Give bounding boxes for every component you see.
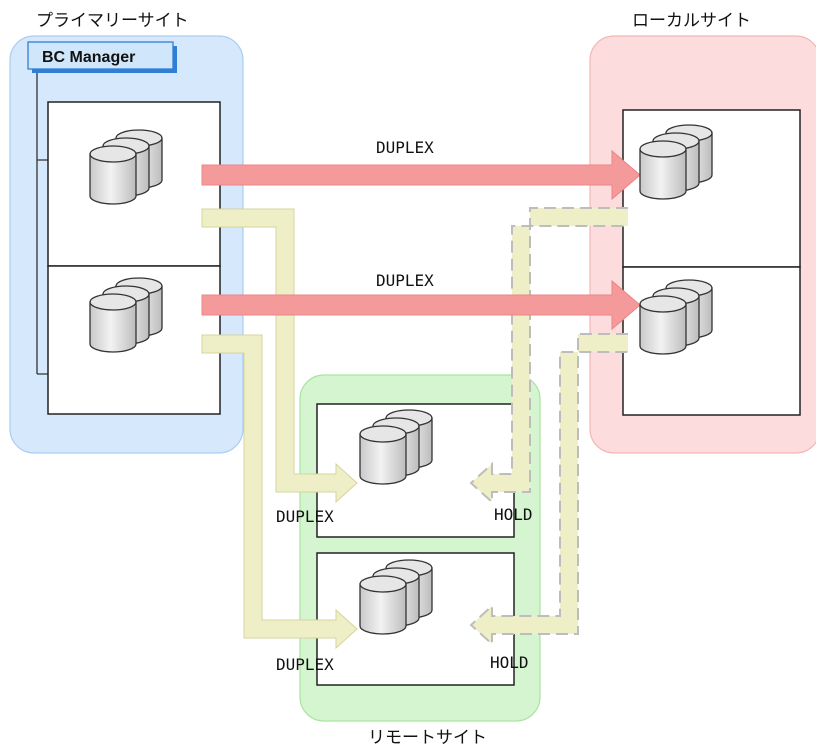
primary-local-upper-arrow [201, 149, 641, 201]
primary-local-lower-arrow [201, 279, 641, 331]
pair-state-primary-local-lower: DUPLEX [376, 271, 434, 290]
bc-manager-tag [27, 41, 174, 70]
primary-remote-upper-arrow [201, 208, 358, 504]
primary-remote-lower-arrow [201, 334, 358, 650]
local-remote-upper-hold-arrow [469, 207, 628, 505]
local-remote-lower-hold-arrow [469, 333, 628, 647]
pair-state-local-remote-lower: HOLD [490, 653, 529, 672]
pair-state-primary-remote-lower: DUPLEX [276, 655, 334, 674]
remote-site-label: リモートサイト [368, 728, 487, 748]
pair-state-primary-local-upper: DUPLEX [376, 138, 434, 157]
bc-manager-tree-line [36, 70, 48, 375]
pair-state-primary-remote-upper: DUPLEX [276, 507, 334, 526]
primary-site-label: プライマリーサイト [36, 11, 189, 31]
pair-state-local-remote-upper: HOLD [494, 505, 533, 524]
bc-manager-label: BC Manager [42, 49, 135, 66]
local-site-label: ローカルサイト [632, 11, 751, 31]
